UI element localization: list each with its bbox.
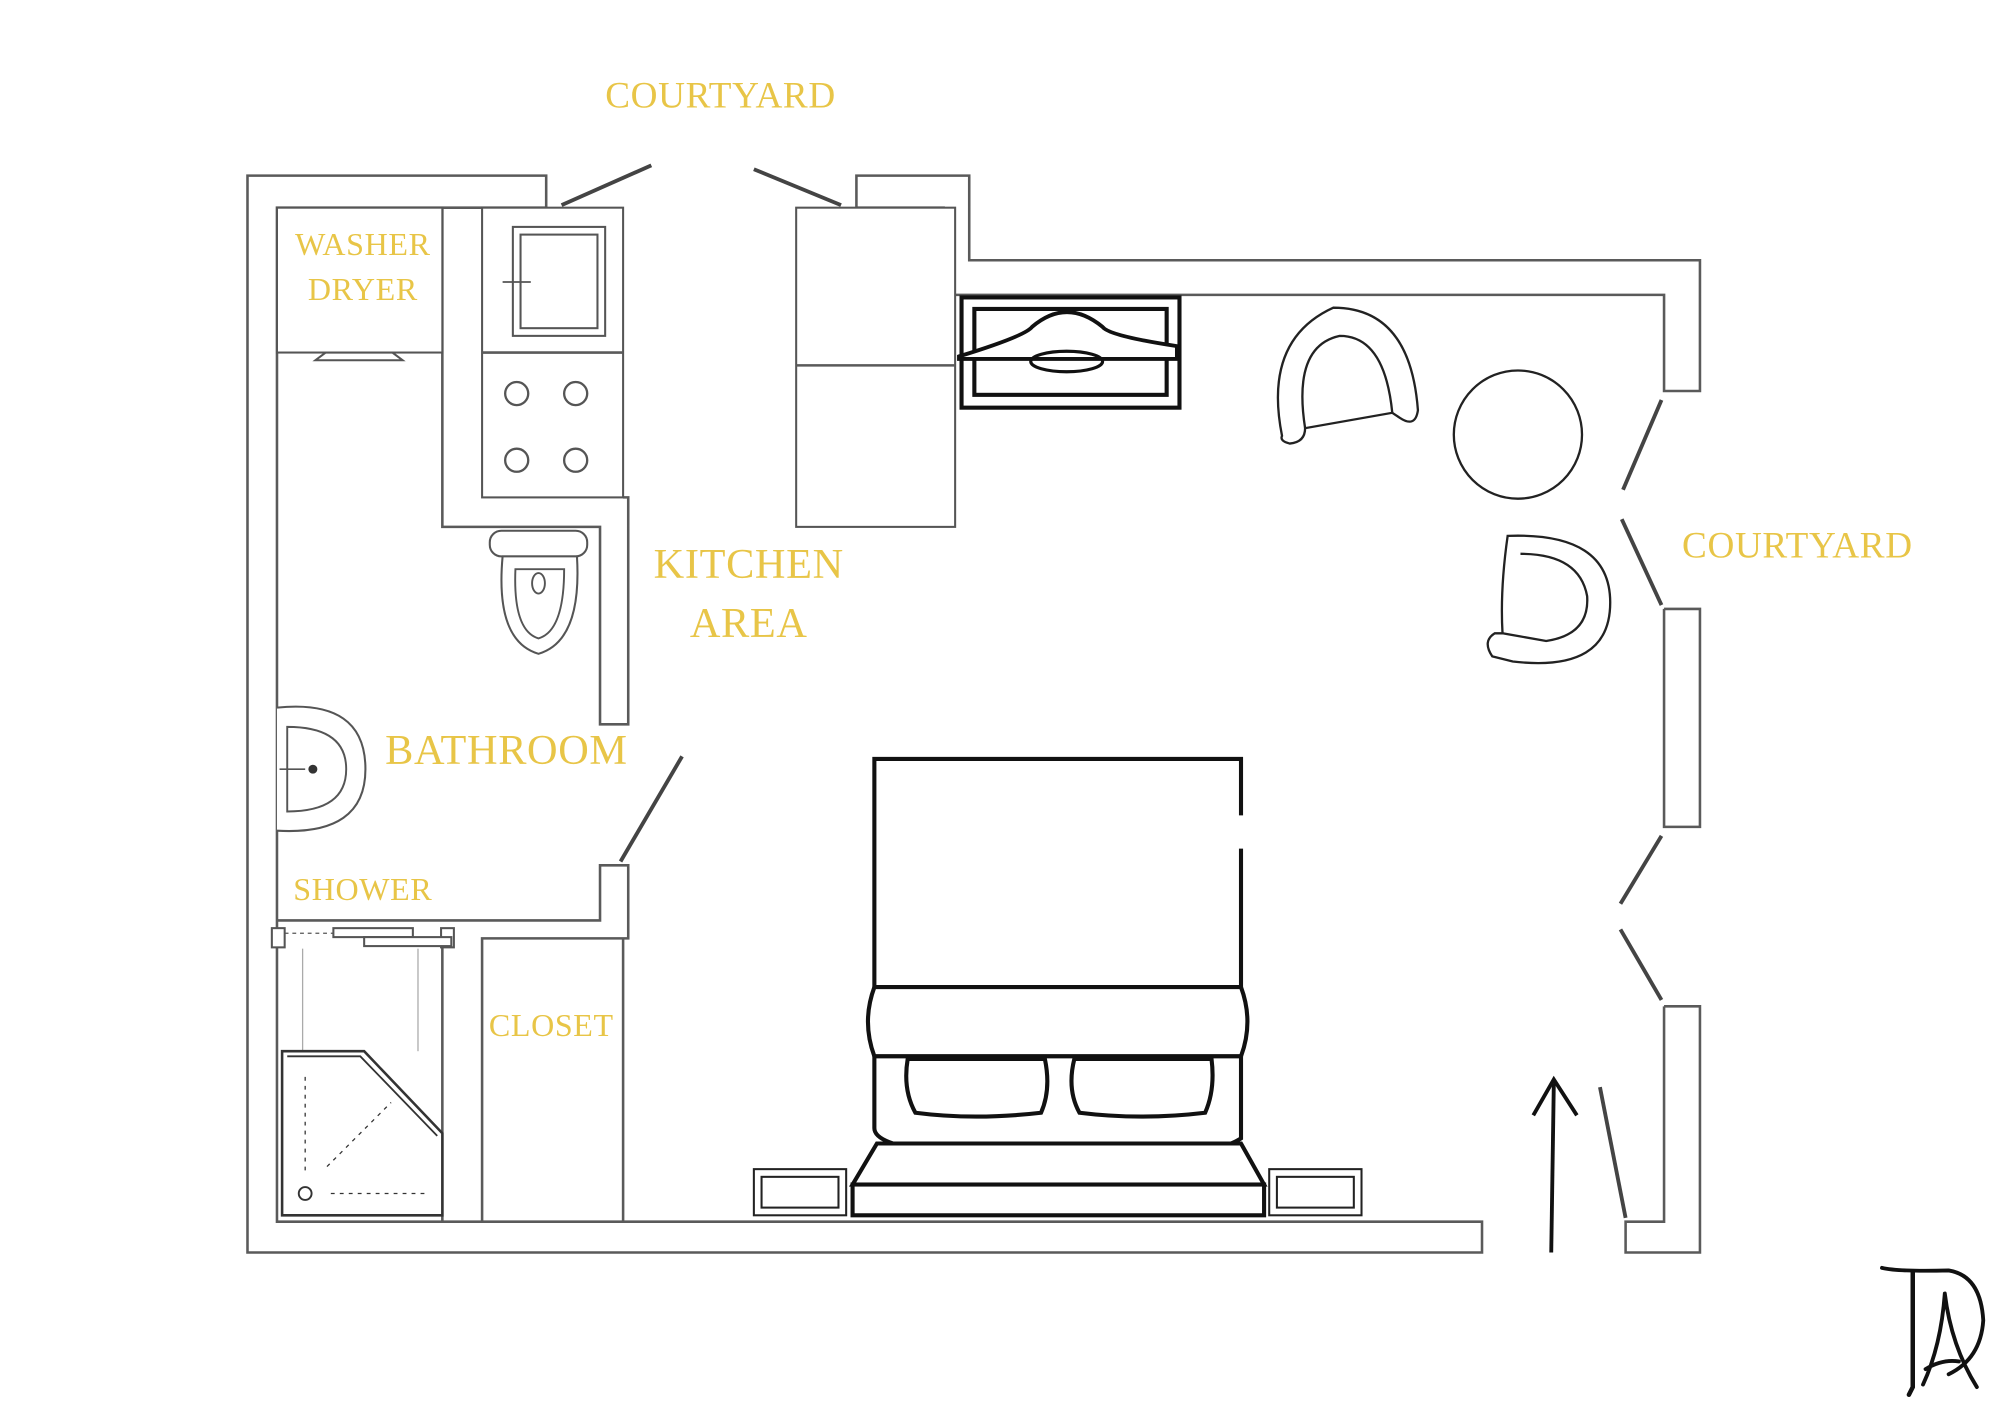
label-bathroom: BATHROOM <box>385 727 628 774</box>
label-dryer: DRYER <box>308 271 418 307</box>
washer-dryer <box>275 206 444 362</box>
bathroom-sink <box>276 705 367 833</box>
toilet <box>488 529 589 655</box>
kitchen-counter <box>481 206 957 528</box>
label-kitchen: KITCHEN <box>654 541 844 588</box>
label-shower: SHOWER <box>293 871 432 907</box>
shower <box>270 927 455 1217</box>
label-area: AREA <box>690 600 808 647</box>
entry-arrow-icon <box>1531 1075 1579 1253</box>
stove-burners <box>504 380 589 473</box>
media-console <box>957 295 1182 410</box>
label-closet: CLOSET <box>489 1007 614 1043</box>
bed <box>752 756 1363 1218</box>
doors <box>560 163 1664 1219</box>
logo-monogram <box>1880 1265 1986 1398</box>
dining-set <box>1276 306 1612 665</box>
label-courtyard-right: COURTYARD <box>1682 526 1913 567</box>
label-washer: WASHER <box>295 226 431 262</box>
label-courtyard-top: COURTYARD <box>605 76 836 117</box>
